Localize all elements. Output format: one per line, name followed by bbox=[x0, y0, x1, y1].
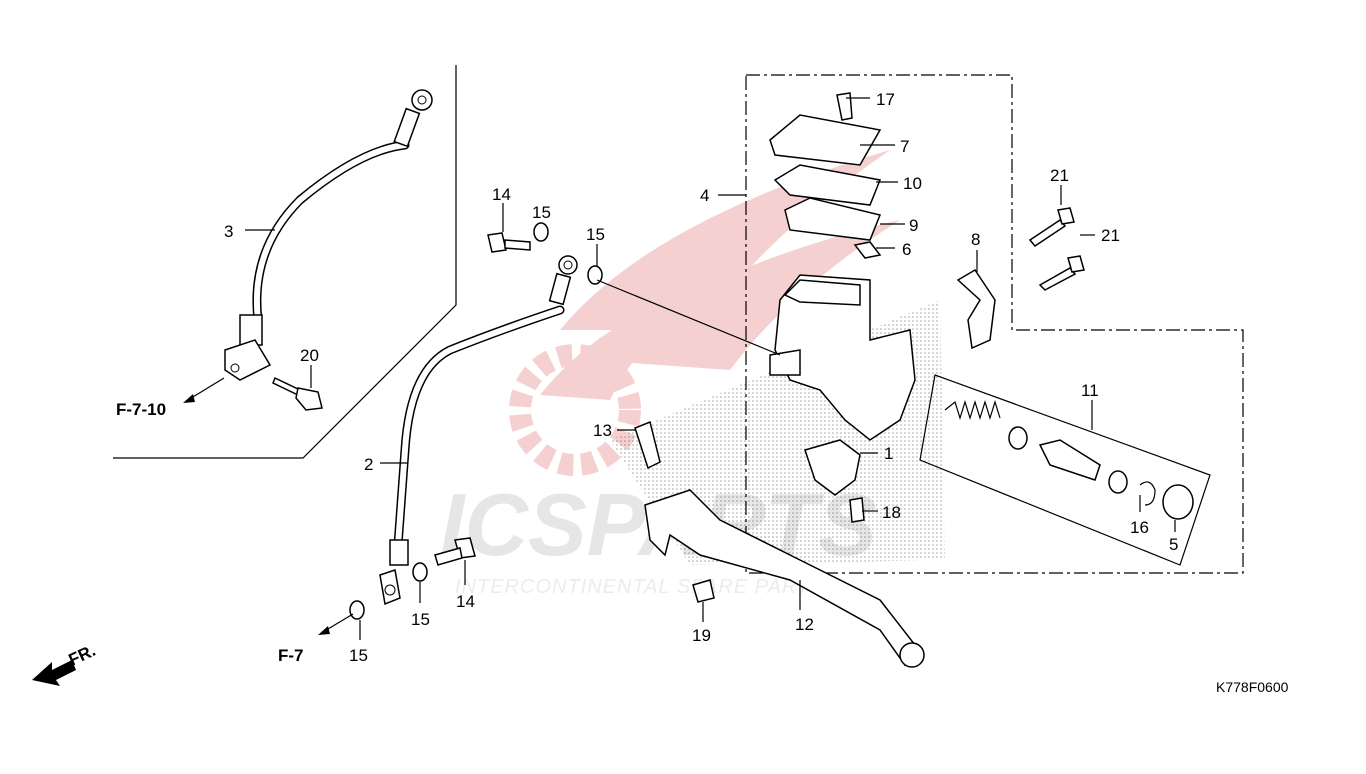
callout-7: 7 bbox=[900, 137, 909, 156]
piston bbox=[1038, 439, 1101, 481]
washer-15-c bbox=[412, 562, 428, 582]
bolt-21-a bbox=[1028, 219, 1067, 247]
piston-seal bbox=[1108, 470, 1128, 494]
callout-11: 11 bbox=[1081, 381, 1099, 400]
screw-17 bbox=[836, 92, 853, 121]
holder bbox=[956, 268, 996, 350]
callout-12: 12 bbox=[795, 615, 814, 634]
callout-4: 4 bbox=[700, 186, 709, 205]
piston-cup bbox=[1008, 426, 1028, 450]
callout-20: 20 bbox=[300, 346, 319, 365]
bolt-14-lower bbox=[434, 537, 476, 566]
arrow-f710 bbox=[183, 394, 195, 403]
washer-15-d bbox=[349, 600, 365, 620]
callout-17: 17 bbox=[876, 90, 895, 109]
brake-hose-lower bbox=[379, 255, 578, 606]
callout-13: 13 bbox=[593, 421, 612, 440]
stop-switch bbox=[804, 439, 861, 496]
ref-f7-10: F-7-10 bbox=[116, 400, 166, 419]
screw-18 bbox=[849, 497, 865, 523]
callout-14-upper: 14 bbox=[492, 185, 511, 204]
callout-15-d: 15 bbox=[349, 646, 368, 665]
callout-14-lower: 14 bbox=[456, 592, 475, 611]
washer-15-a bbox=[533, 222, 549, 242]
reservoir-plate bbox=[773, 164, 882, 206]
bolt-14-upper bbox=[487, 232, 531, 253]
lever-tip bbox=[899, 642, 925, 668]
callout-16: 16 bbox=[1130, 518, 1149, 537]
callout-15-b: 15 bbox=[586, 225, 605, 244]
callout-6: 6 bbox=[902, 240, 911, 259]
watermark-tagline: INTERCONTINENTAL SPARE PARTS bbox=[455, 576, 825, 598]
callout-18: 18 bbox=[882, 503, 901, 522]
arrow-f7 bbox=[318, 626, 330, 635]
piston-spring bbox=[944, 399, 1001, 421]
boot bbox=[1162, 484, 1194, 520]
callout-9: 9 bbox=[909, 216, 918, 235]
master-cylinder bbox=[769, 274, 916, 441]
callout-2: 2 bbox=[364, 455, 373, 474]
callout-10: 10 bbox=[903, 174, 922, 193]
bolt-21-a-head bbox=[1057, 207, 1075, 225]
bolt-21-b-head bbox=[1067, 255, 1085, 273]
brake-hose-upper bbox=[224, 89, 433, 381]
leader-lines bbox=[187, 97, 1176, 640]
part-6 bbox=[853, 241, 882, 259]
callout-1: 1 bbox=[884, 444, 893, 463]
bolt-21-b bbox=[1038, 267, 1077, 291]
callout-8: 8 bbox=[971, 230, 980, 249]
left-panel-frame bbox=[113, 65, 457, 459]
callout-3: 3 bbox=[224, 222, 233, 241]
callout-5: 5 bbox=[1169, 535, 1178, 554]
callout-19: 19 bbox=[692, 626, 711, 645]
callout-21-b: 21 bbox=[1101, 226, 1120, 245]
diaphragm bbox=[784, 197, 882, 241]
brake-lever bbox=[644, 489, 916, 667]
piston-set-frame bbox=[919, 374, 1211, 566]
bolt-20 bbox=[272, 376, 323, 411]
callout-15-c: 15 bbox=[411, 610, 430, 629]
diagram-code: K778F0600 bbox=[1216, 679, 1289, 695]
reservoir-cap bbox=[769, 114, 882, 166]
callout-15-a: 15 bbox=[532, 203, 551, 222]
front-direction-arrow: FR. bbox=[32, 641, 99, 686]
nut-19 bbox=[692, 579, 715, 603]
circlip bbox=[1139, 481, 1156, 506]
pivot-bolt bbox=[634, 420, 661, 470]
assembly-frame bbox=[745, 74, 1244, 574]
ref-f7: F-7 bbox=[278, 646, 304, 665]
callout-21-a: 21 bbox=[1050, 166, 1069, 185]
washer-15-b bbox=[587, 265, 603, 285]
